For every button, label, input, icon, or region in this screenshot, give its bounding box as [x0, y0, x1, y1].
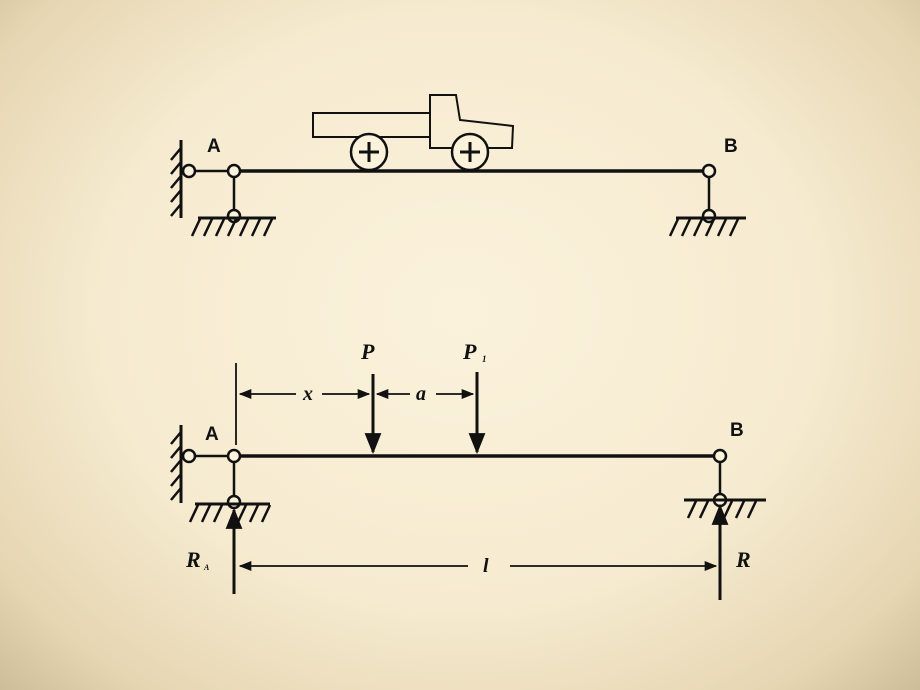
- dimension-label-l: l: [483, 555, 489, 577]
- top-roller-support-B: [668, 163, 746, 237]
- load-label-P1: P: [462, 339, 477, 364]
- bottom-label-B: B: [730, 420, 744, 441]
- reaction-label-A: R: [185, 547, 201, 572]
- top-wall-support: [170, 140, 234, 218]
- reaction-label-A-subscript: A: [203, 563, 210, 572]
- truck-front-wheel: [450, 132, 490, 172]
- top-label-A: A: [207, 136, 221, 157]
- dimension-label-x: x: [302, 383, 313, 405]
- truck-rear-wheel: [349, 132, 389, 172]
- reaction-label-B: R: [735, 547, 751, 572]
- load-label-P: P: [360, 339, 375, 364]
- bottom-label-A: A: [205, 424, 219, 445]
- bottom-wall-support: [170, 425, 228, 503]
- dimension-label-a: a: [416, 383, 426, 405]
- top-figure: [170, 94, 746, 237]
- bottom-roller-support-B: [684, 448, 766, 519]
- load-label-P1-subscript: 1: [482, 354, 487, 364]
- bottom-pin-support-A: [188, 448, 272, 523]
- bottom-figure: [170, 363, 766, 600]
- top-pin-support-A: [190, 163, 276, 237]
- top-label-B: B: [724, 136, 738, 157]
- truck: [312, 94, 515, 172]
